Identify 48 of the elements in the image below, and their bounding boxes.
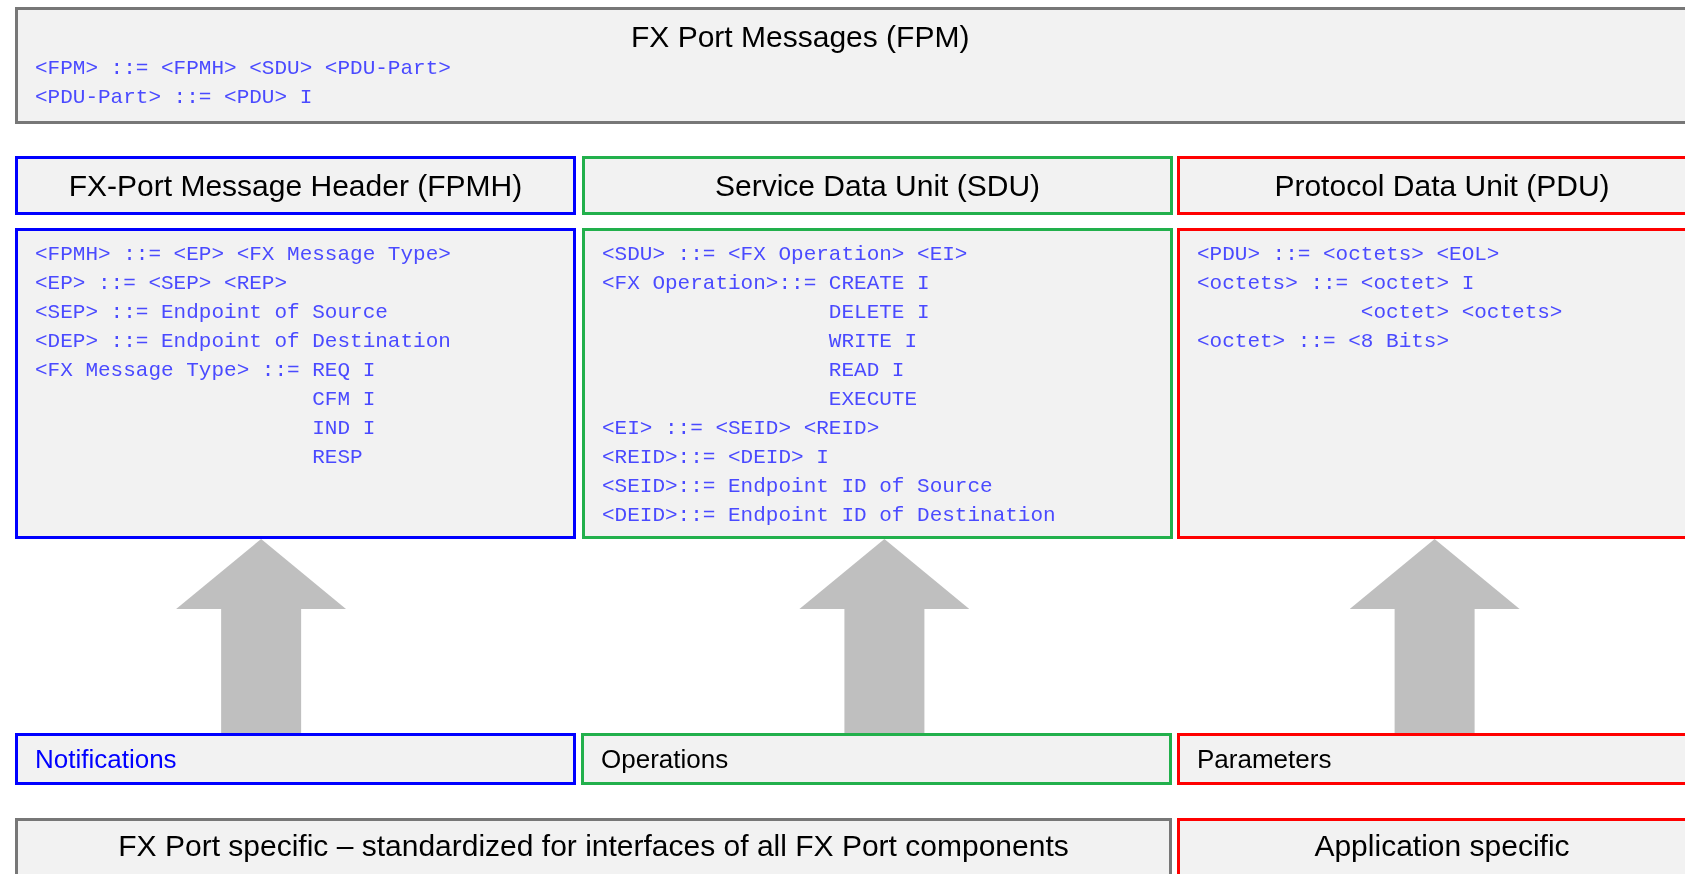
scope-band [15, 818, 1172, 874]
category-box [1177, 733, 1685, 785]
block-arrow [799, 539, 970, 733]
header-text: FX-Port Message Header (FPMH) [68, 168, 523, 203]
grammar-box [582, 228, 1173, 539]
category-label: Parameters [1197, 743, 1332, 775]
category-box [581, 733, 1172, 785]
category-label: Notifications [35, 743, 177, 775]
code-line: <DEP> ::= Endpoint of Destination [35, 329, 451, 355]
code-line: <SEID>::= Endpoint ID of Source [602, 474, 993, 500]
code-line: READ I [828, 358, 905, 384]
code-line: EXECUTE [828, 387, 918, 413]
category-label: Operations [601, 743, 729, 775]
code-line: <SDU> ::= <FX Operation> <EI> [602, 242, 968, 268]
grammar-box [1177, 228, 1685, 539]
code-line: <EI> ::= <SEID> <REID> [602, 416, 880, 442]
code-line: <EP> ::= <SEP> <REP> [35, 271, 288, 297]
code-line: <SEP> ::= Endpoint of Source [35, 300, 388, 326]
block-arrow [1349, 539, 1520, 733]
code-line: IND I [312, 416, 376, 442]
header-text: Protocol Data Unit (PDU) [1274, 168, 1610, 203]
code-line: WRITE I [828, 329, 918, 355]
scope-band [1177, 818, 1685, 874]
code-line: <FX Operation>::= CREATE I [602, 271, 930, 297]
grammar-box [15, 228, 576, 539]
code-line: CFM I [312, 387, 376, 413]
grammar-panel [15, 7, 1685, 124]
code-line: <DEID>::= Endpoint ID of Destination [602, 503, 1056, 529]
column-header [582, 156, 1173, 215]
code-line: <FPMH> ::= <EP> <FX Message Type> [35, 242, 451, 268]
block-arrow [176, 539, 347, 733]
code-line: RESP [312, 445, 363, 471]
column-header [1177, 156, 1685, 215]
category-box [15, 733, 576, 785]
band-text: FX Port specific – standardized for interfaces of all FX Port components [118, 829, 1069, 863]
header-text: Service Data Unit (SDU) [714, 168, 1041, 203]
code-line: <octet> <octets> [1360, 300, 1563, 326]
code-line: <FPM> ::= <FPMH> <SDU> <PDU-Part> [35, 56, 451, 82]
code-line: <FX Message Type> ::= REQ I [35, 358, 376, 384]
column-header [15, 156, 576, 215]
panel-heading: FX Port Messages (FPM) [631, 20, 970, 54]
code-line: <octets> ::= <octet> I [1197, 271, 1475, 297]
code-line: <octet> ::= <8 Bits> [1197, 329, 1450, 355]
band-text: Application specific [1314, 829, 1570, 863]
code-line: DELETE I [828, 300, 930, 326]
code-line: <PDU-Part> ::= <PDU> I [35, 85, 313, 111]
code-line: <REID>::= <DEID> I [602, 445, 829, 471]
code-line: <PDU> ::= <octets> <EOL> [1197, 242, 1500, 268]
